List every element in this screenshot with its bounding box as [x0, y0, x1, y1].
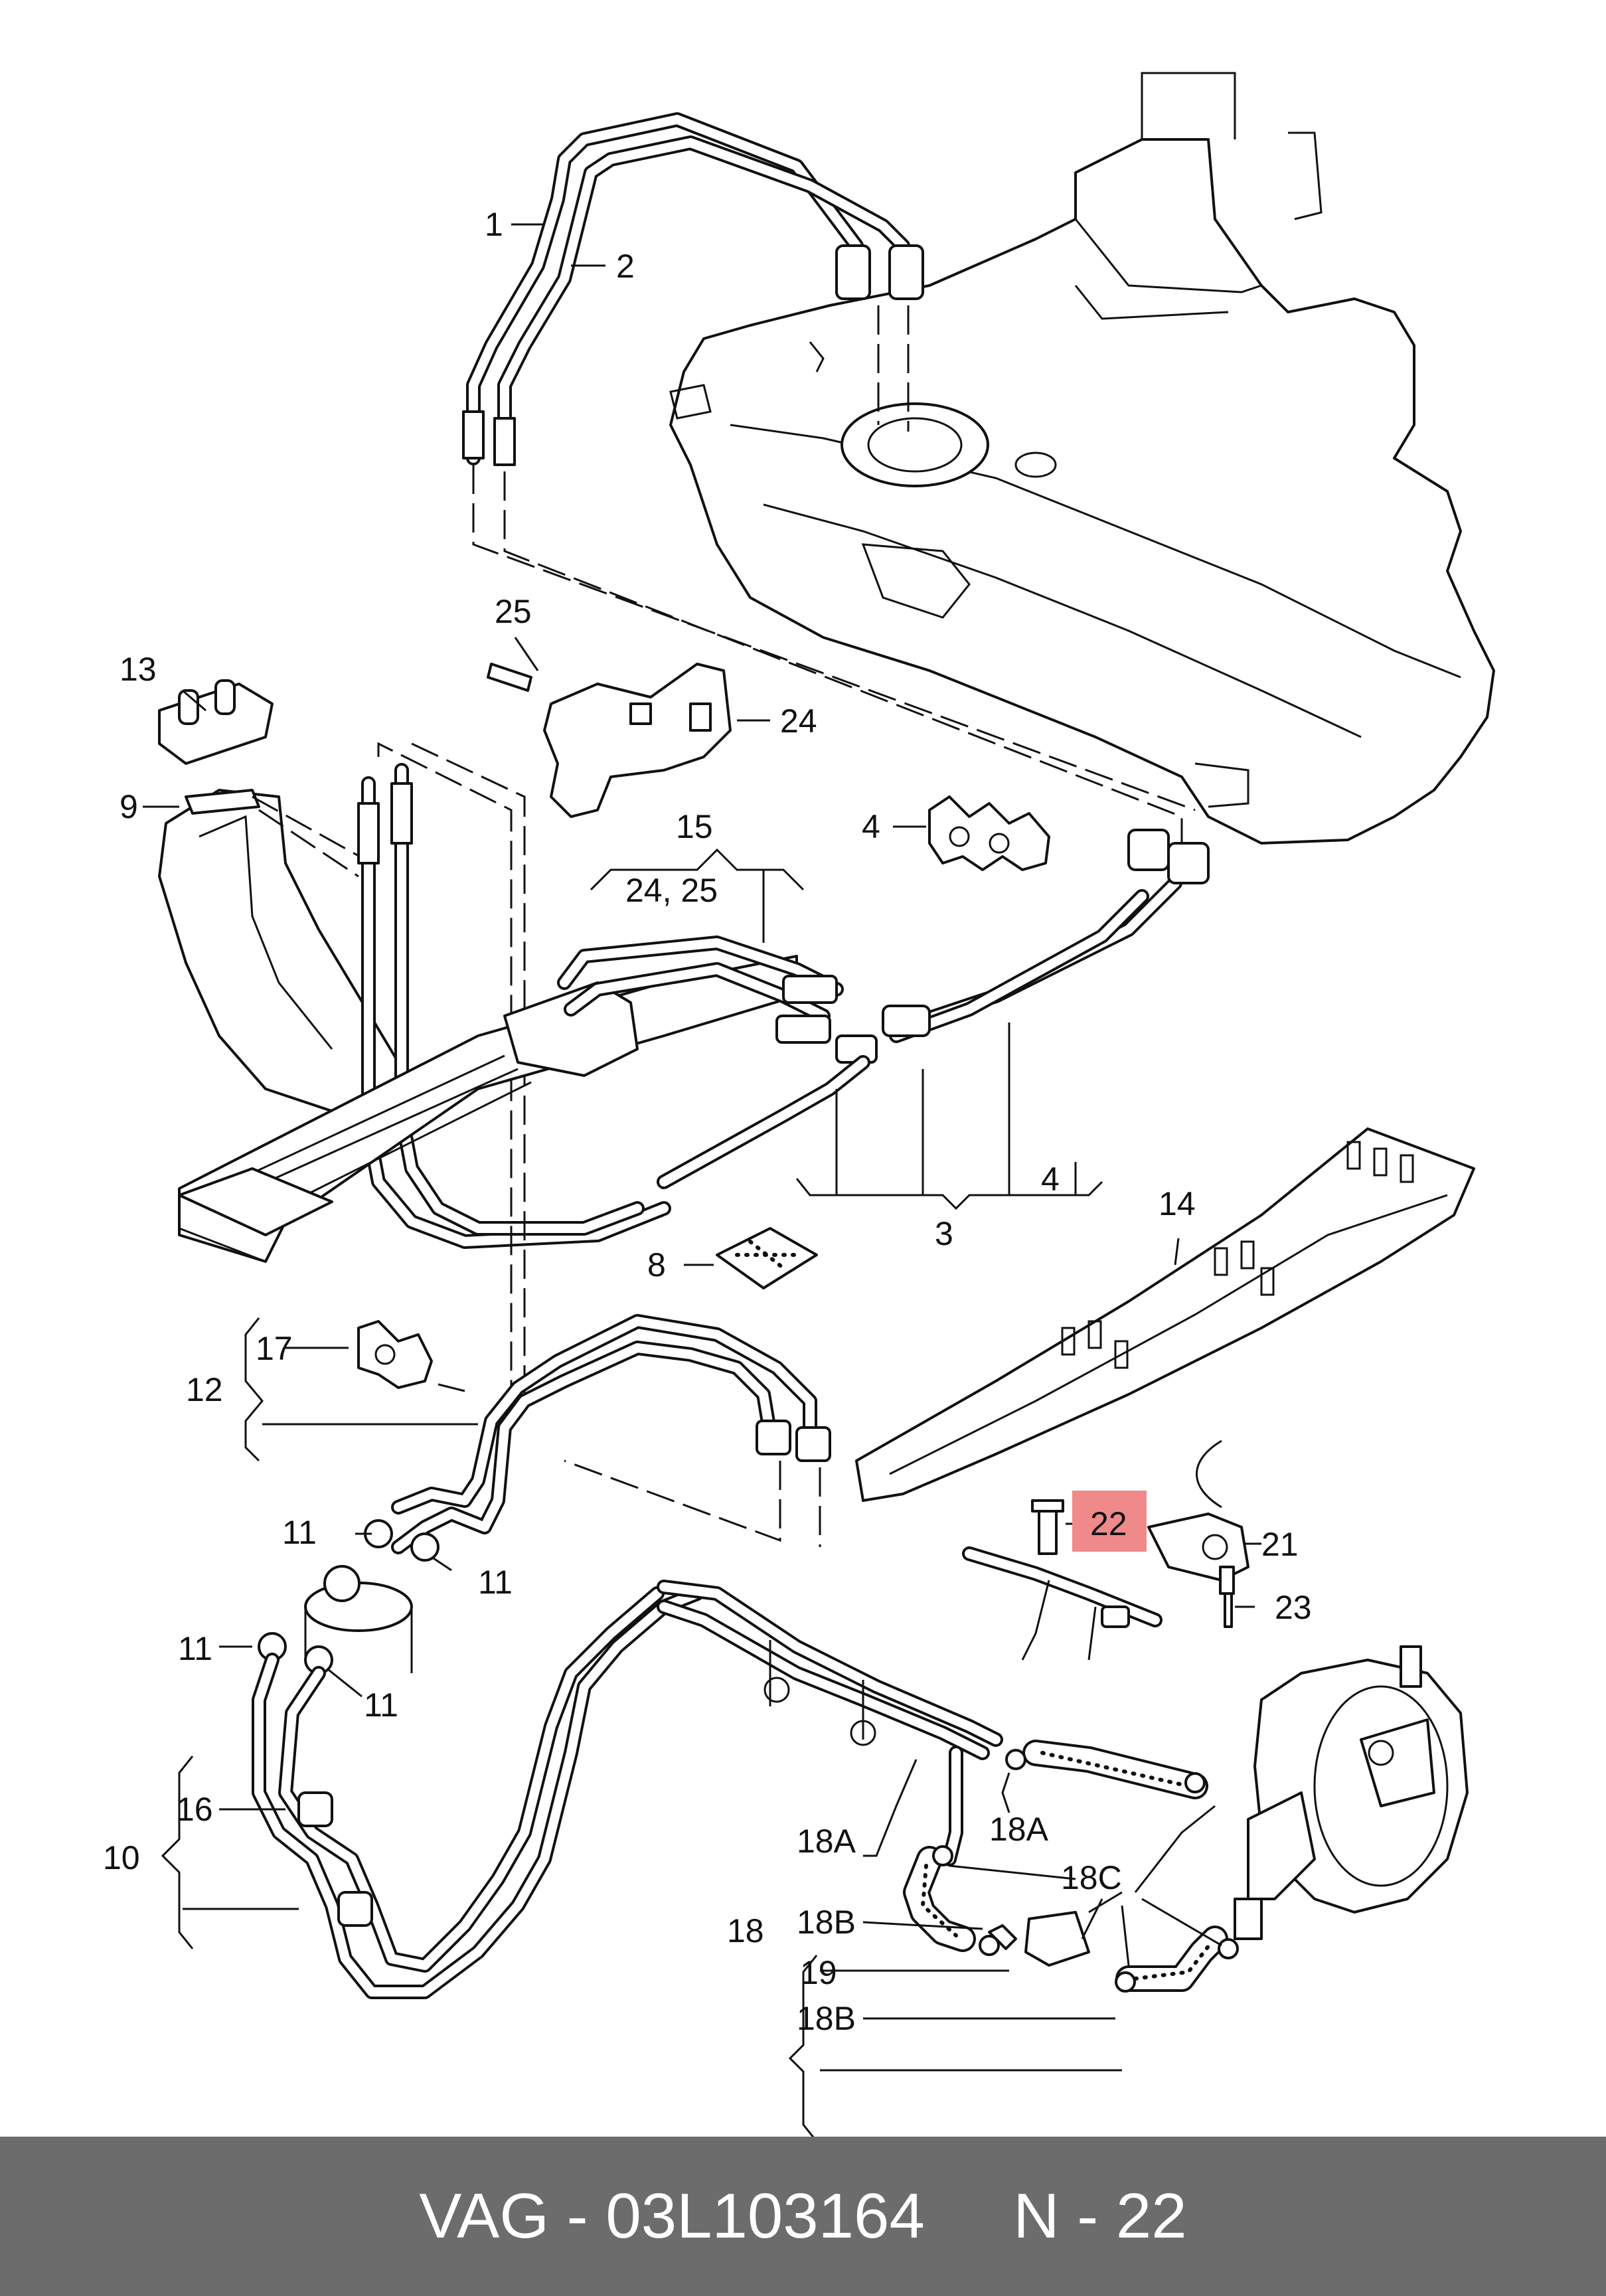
callout-18B-top: 18B — [797, 1904, 856, 1941]
callout-22: 22 — [1090, 1505, 1127, 1542]
callout-18A-right: 18A — [989, 1811, 1049, 1848]
callout-24: 24 — [780, 702, 817, 740]
callout-11-b: 11 — [478, 1564, 513, 1601]
callout-4-top: 4 — [862, 808, 880, 845]
hoses-18 — [903, 1740, 1239, 1993]
bracket-21 — [962, 1439, 1249, 1661]
callout-19: 19 — [800, 1954, 837, 1991]
callout-23: 23 — [1275, 1589, 1312, 1626]
pad-8 — [716, 1227, 818, 1289]
leader-lines — [143, 223, 1261, 2138]
callout-24-25: 24, 25 — [625, 872, 718, 909]
pipes-1-2 — [462, 112, 1196, 843]
parts-diagram: 1 2 25 24 13 9 15 24, 25 4 4 3 8 14 17 1… — [103, 72, 1495, 2138]
callout-15: 15 — [676, 808, 713, 845]
clip-4 — [928, 795, 1050, 871]
callout-10: 10 — [103, 1839, 140, 1876]
clip-17 — [357, 1320, 433, 1389]
callout-11-d: 11 — [364, 1686, 398, 1724]
fuel-tank — [669, 72, 1495, 845]
part-number-banner: VAG - 03L103164 N - 22 — [0, 2137, 1606, 2296]
callout-11-a: 11 — [282, 1514, 317, 1551]
callout-25: 25 — [495, 593, 532, 630]
callout-14: 14 — [1159, 1185, 1196, 1222]
holder-9 — [158, 789, 406, 1117]
callout-18B-bottom: 18B — [797, 2000, 856, 2037]
callout-16: 16 — [176, 1791, 213, 1828]
heat-shield-14 — [855, 1127, 1475, 1502]
callout-13: 13 — [120, 651, 157, 688]
callout-18A-left: 18A — [797, 1823, 856, 1860]
part-number-text: VAG - 03L103164 N - 22 — [419, 2180, 1187, 2252]
filter-clamps-11 — [252, 1519, 1003, 1999]
lower-pipes — [391, 1314, 831, 1554]
callout-17: 17 — [256, 1330, 293, 1367]
callout-4-bottom: 4 — [1041, 1161, 1060, 1198]
callout-2: 2 — [616, 248, 635, 285]
callout-21: 21 — [1261, 1526, 1299, 1563]
rail-area-15 — [178, 829, 1210, 1263]
clip-13 — [158, 679, 274, 765]
callout-11-c: 11 — [178, 1630, 212, 1667]
callout-12: 12 — [186, 1371, 223, 1408]
high-pressure-pump — [1234, 1645, 1469, 1940]
callout-18: 18 — [727, 1912, 764, 1949]
highlight-box — [1072, 1491, 1147, 1552]
callout-9: 9 — [120, 788, 138, 825]
callout-labels: 1 2 25 24 13 9 15 24, 25 4 4 3 8 14 17 1… — [103, 206, 1312, 2037]
callout-3: 3 — [935, 1215, 953, 1252]
bracket-24 — [487, 663, 732, 818]
callout-1: 1 — [485, 206, 503, 243]
callout-18C: 18C — [1061, 1859, 1122, 1896]
callout-8: 8 — [647, 1246, 666, 1283]
